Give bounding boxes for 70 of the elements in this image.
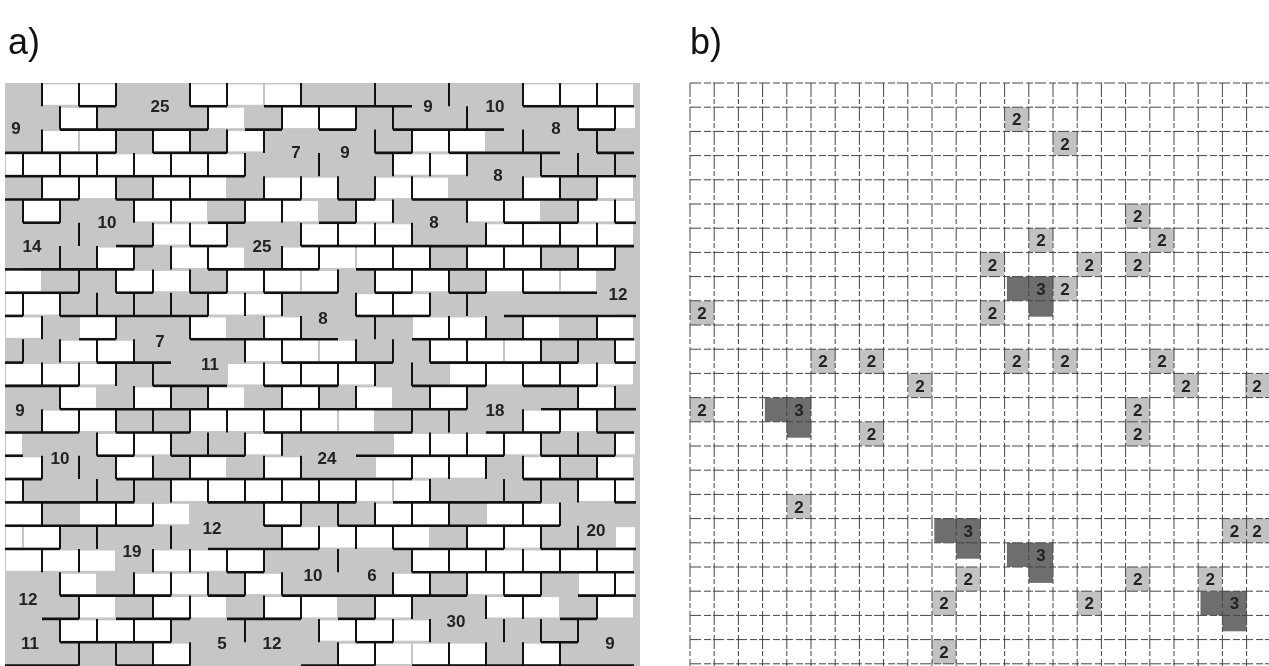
count-number: 2 xyxy=(963,570,974,588)
count-number: 3 xyxy=(794,401,804,419)
count-number: 2 xyxy=(697,304,707,322)
count-number: 2 xyxy=(915,377,925,394)
count-number: 2 xyxy=(794,498,804,515)
count-number: 2 xyxy=(939,643,949,661)
count-number: 2 xyxy=(697,401,707,419)
count-number: 11 xyxy=(201,355,219,373)
count-number: 2 xyxy=(1011,352,1022,370)
count-number: 2 xyxy=(939,594,949,612)
count-number: 12 xyxy=(202,519,222,537)
count-number: 2 xyxy=(1060,280,1070,298)
count-number: 2 xyxy=(1132,401,1143,419)
count-number: 2 xyxy=(866,352,877,370)
count-number: 11 xyxy=(21,634,39,652)
count-number: 6 xyxy=(367,566,377,584)
count-number: 2 xyxy=(1060,135,1070,152)
panel-label: b) xyxy=(690,24,722,60)
count-number: 2 xyxy=(1132,425,1143,443)
count-number: 18 xyxy=(485,401,505,419)
count-number: 5 xyxy=(217,634,227,652)
count-number: 10 xyxy=(303,566,323,584)
count-number: 3 xyxy=(963,522,974,540)
count-number: 9 xyxy=(11,119,21,137)
count-number: 2 xyxy=(1132,570,1143,588)
count-number: 20 xyxy=(586,521,606,539)
count-number: 3 xyxy=(1036,546,1046,564)
count-number: 7 xyxy=(155,332,165,350)
count-number: 2 xyxy=(866,425,877,443)
count-number: 2 xyxy=(1252,522,1262,540)
count-number: 10 xyxy=(97,213,117,231)
count-number: 2 xyxy=(1181,377,1191,394)
count-number: 2 xyxy=(1205,570,1216,588)
count-number: 7 xyxy=(291,143,301,161)
count-number: 2 xyxy=(1157,231,1167,249)
count-number: 2 xyxy=(1229,522,1240,540)
count-number: 9 xyxy=(605,634,615,652)
count-number: 25 xyxy=(150,97,170,115)
count-number: 12 xyxy=(262,634,282,652)
count-number: 10 xyxy=(50,449,70,467)
count-number: 2 xyxy=(1060,352,1070,370)
count-number: 2 xyxy=(1157,352,1167,370)
count-number: 12 xyxy=(608,285,628,303)
count-number: 3 xyxy=(1229,594,1240,612)
count-number: 2 xyxy=(1011,110,1022,128)
count-number: 30 xyxy=(446,612,466,630)
panel-label: a) xyxy=(8,24,40,60)
count-number: 8 xyxy=(551,119,561,137)
count-number: 12 xyxy=(18,590,38,608)
count-number: 2 xyxy=(1132,207,1143,225)
count-number: 2 xyxy=(1252,377,1262,394)
count-number: 8 xyxy=(493,166,503,184)
count-number: 10 xyxy=(485,97,505,115)
count-number: 2 xyxy=(818,352,828,370)
count-number: 2 xyxy=(1132,256,1143,273)
count-number: 14 xyxy=(22,237,42,255)
count-number: 24 xyxy=(317,449,337,467)
count-number: 2 xyxy=(1036,231,1046,249)
count-number: 8 xyxy=(318,309,328,327)
count-number: 2 xyxy=(1084,594,1095,612)
count-number: 2 xyxy=(987,304,998,322)
count-number: 2 xyxy=(987,256,998,273)
count-number: 19 xyxy=(122,542,142,560)
count-number: 3 xyxy=(1036,280,1046,298)
count-number: 9 xyxy=(340,143,350,161)
count-number: 9 xyxy=(15,401,25,419)
count-number: 8 xyxy=(429,213,439,231)
count-number: 9 xyxy=(423,97,433,115)
count-number: 2 xyxy=(1084,256,1095,273)
count-number: 25 xyxy=(252,237,272,255)
